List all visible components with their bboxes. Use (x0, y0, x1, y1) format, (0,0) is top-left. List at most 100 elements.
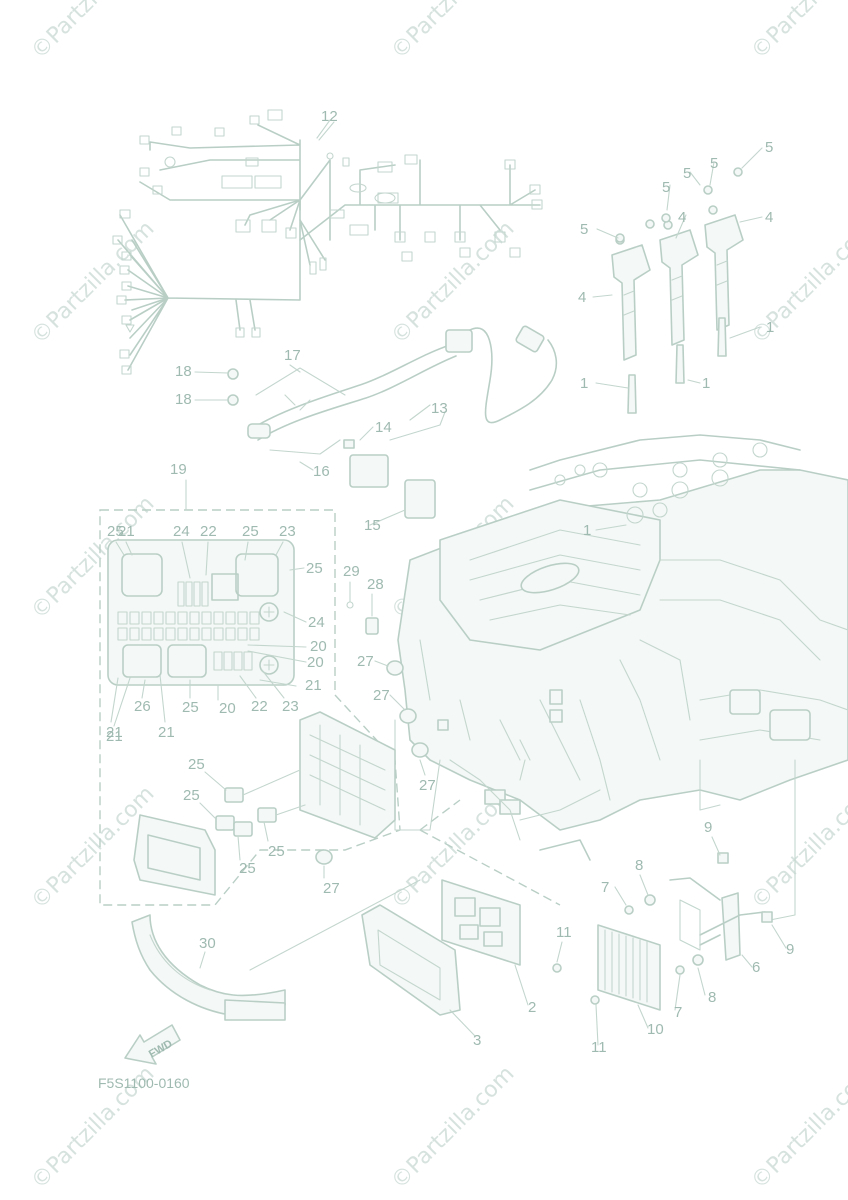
leader-line (596, 228, 619, 239)
callout-number: 27 (323, 880, 340, 897)
fasteners[interactable] (552, 852, 773, 1005)
leader-line (113, 677, 131, 727)
fuse-slot (243, 651, 253, 671)
callout-number: 26 (134, 698, 151, 715)
callout-number: 9 (786, 941, 794, 958)
leader-lines (110, 119, 787, 1046)
ignition-coils[interactable] (611, 167, 744, 414)
callout-number: 20 (219, 700, 236, 717)
coil-bolt[interactable] (661, 213, 671, 223)
callout-number: 14 (375, 419, 392, 436)
ignition-coil[interactable] (611, 244, 651, 361)
fuse-slot (213, 611, 224, 625)
fuse-slot (189, 627, 200, 641)
leader-line (374, 660, 389, 667)
fuse-box-lid[interactable] (133, 814, 216, 896)
callout-number: 25 (188, 756, 205, 773)
callout-number: 30 (199, 935, 216, 952)
leader-line (771, 924, 787, 949)
callout-number: 17 (284, 347, 301, 364)
callout-number: 11 (591, 1039, 607, 1056)
callout-number: 12 (321, 108, 338, 125)
callout-number: 10 (647, 1021, 664, 1038)
callout-number: 4 (678, 209, 686, 226)
callout-number: 25 (268, 843, 285, 860)
leader-line (299, 461, 314, 471)
spark-plug[interactable] (627, 374, 637, 414)
callout-number: 25 (182, 699, 199, 716)
fuse-slot (129, 627, 140, 641)
ecu-cover-part-3[interactable] (361, 904, 461, 1016)
callout-number: 23 (282, 698, 299, 715)
fuse-slot (177, 581, 185, 607)
callout-number: 18 (175, 391, 192, 408)
callout-number: 25 (183, 787, 200, 804)
spark-plug[interactable] (717, 317, 727, 357)
leader-line (261, 669, 285, 699)
callout-number: 2 (528, 999, 536, 1016)
wire-harness-part-12[interactable] (112, 109, 543, 375)
leader-line (739, 216, 763, 223)
fuse-slot (165, 627, 176, 641)
leader-line (514, 964, 529, 1006)
grommets-part-27[interactable] (315, 660, 429, 865)
callout-number: 5 (683, 165, 691, 182)
ignition-coil[interactable] (704, 214, 744, 331)
fuse-slot (201, 627, 212, 641)
leader-line (239, 675, 257, 699)
leader-line (689, 171, 701, 186)
callout-number: 8 (708, 989, 716, 1006)
callout-number: 1 (580, 375, 588, 392)
rectifier-part-10[interactable] (597, 924, 661, 1011)
leader-line (181, 541, 191, 579)
leader-line (639, 874, 649, 896)
spark-plug[interactable] (675, 344, 685, 384)
watermark-text: ©Partzilla.com (27, 216, 160, 349)
leader-line (289, 567, 305, 571)
fuse-slot (249, 611, 260, 625)
ecu-unit-part-2[interactable] (441, 879, 521, 966)
fuse-slot (201, 611, 212, 625)
ignition-coil[interactable] (659, 229, 699, 346)
coil-bolt[interactable] (733, 167, 743, 177)
leader-line (141, 679, 146, 699)
fuse-box-cover-part-19[interactable] (107, 539, 295, 686)
junction-box[interactable] (299, 711, 396, 839)
callout-number: 5 (580, 221, 588, 238)
strap-part-30[interactable] (131, 914, 286, 1021)
leader-line (592, 294, 613, 298)
callout-number: 21 (106, 728, 123, 745)
fuse-slot (237, 627, 248, 641)
watermark-text: ©Partzilla.com (27, 0, 160, 64)
fuse-slot (249, 627, 260, 641)
coil-bolt[interactable] (703, 185, 713, 195)
sensor-cable-assembly[interactable] (227, 325, 558, 519)
coil-bolt[interactable] (645, 219, 655, 229)
leader-line (595, 382, 629, 389)
callout-number: 20 (307, 654, 324, 671)
watermark-text: ©Partzilla.com (747, 781, 848, 914)
bracket-part-6[interactable] (669, 877, 766, 961)
diagram-code: F5S1100-0160 (98, 1075, 190, 1091)
fuse-slot (193, 581, 201, 607)
coil-bolt[interactable] (615, 233, 625, 243)
fuse-slot (177, 627, 188, 641)
callout-number: 22 (200, 523, 217, 540)
leader-line (125, 541, 133, 556)
leader-line (409, 404, 431, 421)
fuse-slot (189, 611, 200, 625)
fuse-slot (225, 611, 236, 625)
callout-number: 21 (106, 724, 123, 741)
leader-line (275, 541, 284, 556)
clip-part-28-29[interactable] (346, 601, 379, 635)
callout-number: 27 (419, 777, 436, 794)
relay-parts-25[interactable] (215, 769, 306, 837)
leader-line (389, 694, 406, 711)
callout-number: 25 (107, 523, 124, 540)
callout-number: 24 (173, 523, 190, 540)
leader-line (666, 184, 671, 211)
leader-line (595, 524, 627, 531)
leader-line (204, 771, 227, 791)
